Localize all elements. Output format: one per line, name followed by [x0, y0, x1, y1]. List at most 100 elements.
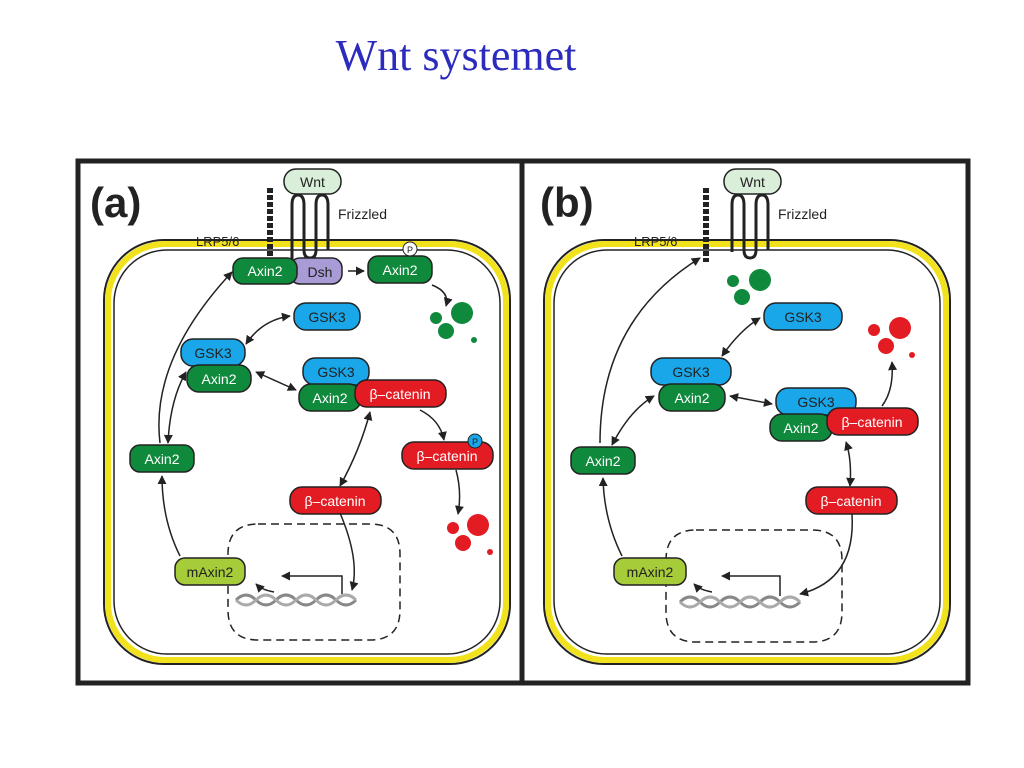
gsk3-free-node [763, 302, 843, 331]
nucleus-boundary [227, 523, 401, 641]
degraded-axin2-blob [430, 312, 442, 324]
bcat-free-label: β–catenin [821, 493, 882, 509]
gsk3-complex-left-label: GSK3 [194, 345, 232, 361]
maxin2-label: mAxin2 [627, 564, 674, 580]
arrow-translation [157, 475, 181, 557]
axin2-phospho-label: Axin2 [382, 262, 417, 278]
arrow-bcat-to-dna [339, 512, 359, 591]
lrp-label: LRP5/6 [196, 234, 239, 249]
bcat-free-node [805, 486, 898, 515]
bcat-phospho-label: β–catenin [417, 448, 478, 464]
phosphate-label: P [407, 245, 413, 255]
gsk3-free-node [293, 302, 361, 331]
frizzled-label: Frizzled [778, 206, 827, 222]
axin2-complex-left-label: Axin2 [674, 390, 709, 406]
bcat-free-node [289, 486, 382, 515]
axin2-free-node [129, 444, 195, 473]
arrow-bcat-degradation [455, 469, 464, 515]
wnt-label: Wnt [740, 174, 765, 190]
panel-b: (b) LRP5/6 Frizzled Wnt GSK3 GSK3 Axin2 … [540, 168, 951, 665]
transcription-arrow [281, 571, 343, 594]
arrow-axin2-complex [611, 395, 655, 446]
dsh-label: Dsh [308, 264, 333, 280]
bcat-destruction-node [354, 379, 447, 408]
axin2-free-label: Axin2 [144, 451, 179, 467]
degraded-axin2-blob [734, 289, 750, 305]
arrow-bcat-phosphorylation [419, 409, 447, 441]
panel-a-label: (a) [90, 179, 141, 226]
lrp-label: LRP5/6 [634, 234, 677, 249]
arrow-to-maxin2 [693, 583, 713, 593]
degraded-bcat-blob [878, 338, 894, 354]
cell-membrane [545, 241, 949, 663]
panel-a: (a) LRP5/6 Frizzled Wnt Dsh Axin2 Axin2 … [90, 168, 511, 665]
arrow-bcat-degradation [881, 361, 898, 407]
degraded-bcat-blob [868, 324, 880, 336]
axin2-complex-left-label: Axin2 [201, 371, 236, 387]
wnt-label: Wnt [300, 174, 325, 190]
axin2-destruction-label: Axin2 [312, 390, 347, 406]
degraded-axin2-blob [451, 302, 473, 324]
dna-helix [234, 593, 358, 607]
maxin2-label: mAxin2 [187, 564, 234, 580]
arrow-axin2-to-membrane [599, 257, 701, 444]
wnt-ligand [283, 168, 342, 195]
wnt-ligand [723, 168, 782, 195]
bcat-free-label: β–catenin [305, 493, 366, 509]
bcat-destruction-label: β–catenin [370, 386, 431, 402]
arrow-translation [598, 477, 623, 557]
bcat-phosphate-label: P [472, 437, 478, 447]
degraded-axin2-blob [727, 275, 739, 287]
degraded-bcat-blob [889, 317, 911, 339]
axin2-free-label: Axin2 [585, 453, 620, 469]
cell-membrane-inner [113, 249, 501, 655]
degraded-bcat-blob [455, 535, 471, 551]
axin2-complex-left-node [186, 364, 252, 393]
bcat-destruction-label: β–catenin [842, 414, 903, 430]
arrow-complex-exchange [729, 393, 773, 407]
bcat-destruction-node [826, 407, 919, 436]
phosphate-marker [402, 241, 418, 257]
axin2-free-node [570, 446, 636, 475]
arrow-bcat-binding [844, 441, 856, 487]
gsk3-free-label: GSK3 [308, 309, 346, 325]
arrow-gsk3-exchange [245, 312, 291, 345]
gsk3-destruction-label: GSK3 [797, 394, 835, 410]
axin2-phospho-node [367, 255, 433, 284]
degraded-axin2-blob [749, 269, 771, 291]
dna-helix [678, 595, 802, 609]
frizzled-receptor [730, 193, 770, 260]
arrow-complex-exchange [255, 371, 297, 391]
cell-membrane [105, 241, 509, 663]
arrow-axin2-degradation [431, 284, 453, 307]
degraded-bcat-blob [909, 352, 915, 358]
axin2-destruction-label: Axin2 [783, 420, 818, 436]
gsk3-destruction-label: GSK3 [317, 364, 355, 380]
degraded-bcat-blob [467, 514, 489, 536]
cell-membrane-inner [553, 249, 941, 655]
arrow-to-maxin2 [255, 583, 275, 593]
degraded-bcat-blob [447, 522, 459, 534]
slide-title: Wnt systemet [335, 31, 577, 80]
axin2-membrane-node [232, 257, 298, 285]
axin2-membrane-label: Axin2 [247, 263, 282, 279]
arrow-gsk3-exchange [721, 317, 761, 357]
frizzled-label: Frizzled [338, 206, 387, 222]
bcat-phospho-node [401, 441, 494, 470]
panel-b-label: (b) [540, 179, 594, 226]
degraded-axin2-blob [438, 323, 454, 339]
degraded-bcat-blob [487, 549, 493, 555]
transcription-arrow [721, 571, 781, 596]
bcat-phosphate-marker [467, 433, 483, 449]
degraded-axin2-blob [471, 337, 477, 343]
arrow-bcat-binding [339, 411, 373, 487]
gsk3-free-label: GSK3 [784, 309, 822, 325]
arrow-axin2-to-membrane [158, 271, 233, 444]
maxin2-node [174, 557, 246, 586]
arrow-axin2-complex [163, 371, 187, 444]
arrow-bcat-to-dna [799, 513, 853, 597]
gsk3-complex-left-label: GSK3 [672, 364, 710, 380]
axin2-complex-left-node [658, 383, 726, 412]
nucleus-boundary [665, 529, 843, 643]
